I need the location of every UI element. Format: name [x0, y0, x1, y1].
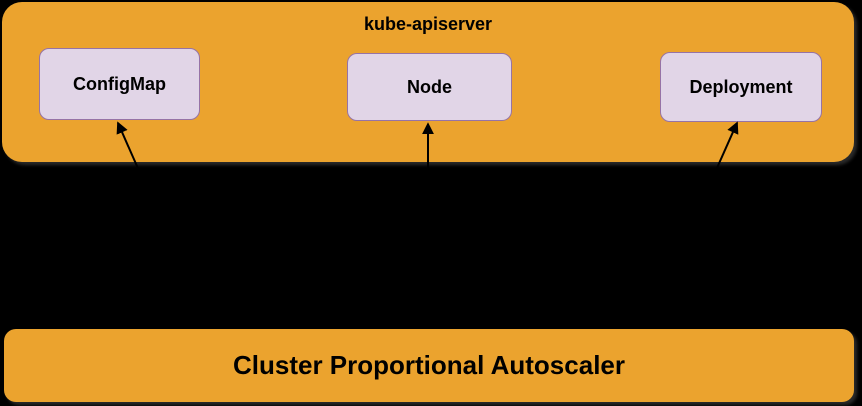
- node-node: Node: [347, 53, 512, 121]
- kube-apiserver-container: kube-apiserver ConfigMap Node Deployment: [2, 2, 854, 162]
- autoscaler-bar: Cluster Proportional Autoscaler: [4, 329, 854, 402]
- deployment-label: Deployment: [689, 76, 793, 97]
- autoscaler-label: Cluster Proportional Autoscaler: [233, 350, 625, 380]
- configmap-node: ConfigMap: [39, 48, 200, 120]
- configmap-label: ConfigMap: [73, 73, 166, 94]
- kube-apiserver-label: kube-apiserver: [363, 14, 493, 34]
- deployment-node: Deployment: [660, 52, 822, 122]
- node-label: Node: [407, 76, 452, 97]
